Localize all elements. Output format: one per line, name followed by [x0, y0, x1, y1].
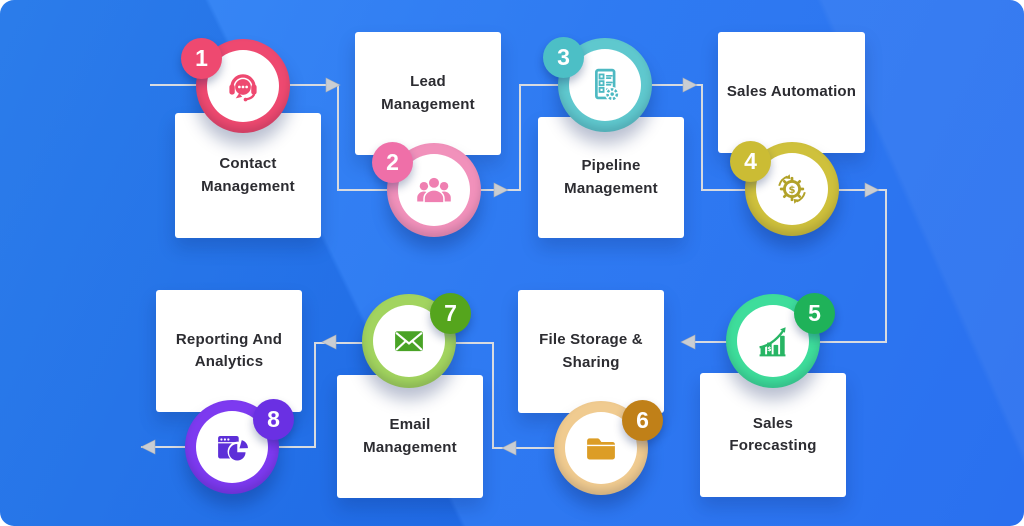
- feature-label: Lead Management: [381, 73, 475, 113]
- people-group-icon: [417, 176, 451, 204]
- step-circle-sales-forecasting: 5 $: [726, 293, 835, 388]
- headset-chat-icon: [229, 74, 257, 102]
- gear-dollar-icon: $: [778, 174, 806, 204]
- folder-icon: [587, 438, 615, 460]
- checklist-gear-icon: [595, 68, 620, 102]
- step-circle-contact-management: 1: [181, 38, 290, 133]
- feature-label: Contact Management: [201, 155, 295, 195]
- step-circle-email-management: 7: [362, 293, 471, 388]
- step-number-badge: 8: [253, 399, 294, 440]
- arrow-left-icon: [501, 440, 517, 456]
- step-number-badge: 3: [543, 37, 584, 78]
- step-number-badge: 4: [730, 141, 771, 182]
- step-circle-sales-automation: 4 $: [730, 141, 839, 236]
- svg-text:$: $: [789, 185, 796, 196]
- feature-box-email-management: Email Management: [337, 375, 483, 498]
- arrow-left-icon: [321, 334, 337, 350]
- feature-box-pipeline-management: Pipeline Management: [538, 117, 684, 238]
- feature-box-contact-management: Contact Management: [175, 113, 321, 238]
- feature-box-file-storage-sharing: File Storage & Sharing: [518, 290, 664, 413]
- growth-chart-icon: $: [759, 327, 786, 357]
- step-number-badge: 7: [430, 293, 471, 334]
- arrow-right-icon: [864, 182, 880, 198]
- step-circle-lead-management: 2: [372, 142, 481, 237]
- feature-label: Email Management: [363, 416, 457, 456]
- feature-label: Reporting And Analytics: [175, 330, 283, 371]
- step-circle-file-storage-sharing: 6: [554, 400, 663, 495]
- feature-label: Pipeline Management: [564, 157, 658, 197]
- arrow-left-icon: [140, 439, 156, 455]
- step-number-badge: 6: [622, 400, 663, 441]
- arrow-right-icon: [682, 77, 698, 93]
- step-circle-reporting-analytics: 8: [185, 399, 294, 494]
- step-icon-disc: $: [737, 305, 809, 377]
- svg-text:$: $: [767, 346, 771, 353]
- feature-box-sales-automation: Sales Automation: [718, 32, 865, 153]
- feature-label: File Storage & Sharing: [539, 331, 643, 371]
- feature-box-reporting-analytics: Reporting And Analytics: [156, 290, 302, 412]
- step-number-badge: 5: [794, 293, 835, 334]
- step-number-badge: 2: [372, 142, 413, 183]
- arrow-right-icon: [493, 182, 509, 198]
- step-circle-pipeline-management: 3: [543, 37, 652, 132]
- feature-box-lead-management: Lead Management: [355, 32, 501, 155]
- browser-pie-icon: [218, 435, 248, 462]
- step-number-badge: 1: [181, 38, 222, 79]
- feature-label: Sales Automation: [726, 83, 857, 101]
- feature-box-sales-forecasting: Sales Forecasting: [700, 373, 846, 497]
- arrow-right-icon: [325, 77, 341, 93]
- feature-label: Sales Forecasting: [729, 414, 817, 455]
- envelope-icon: [395, 331, 423, 352]
- arrow-left-icon: [680, 334, 696, 350]
